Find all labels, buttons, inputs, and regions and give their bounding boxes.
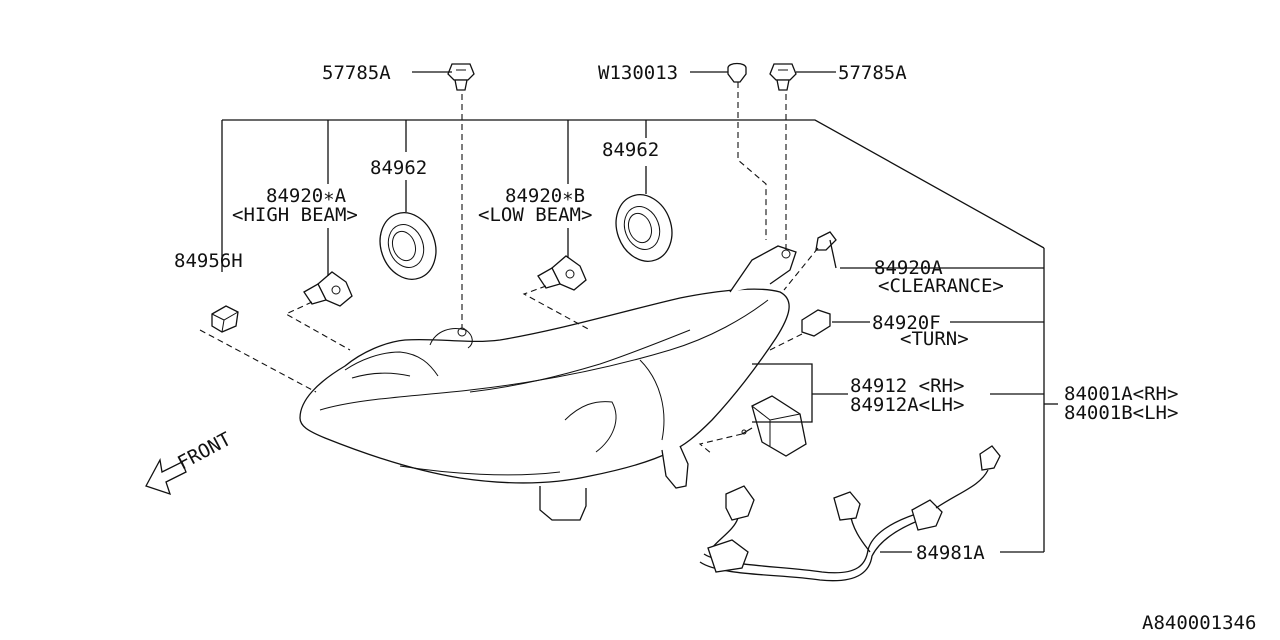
label-clearance-part: 84920A <box>874 257 943 279</box>
bulb-cap-part <box>211 305 239 333</box>
label-front: FRONT <box>174 428 235 474</box>
label-assy-lh: 84001B<LH> <box>1064 402 1178 424</box>
cap-left-part <box>379 212 437 280</box>
label-clip-left: 57785A <box>322 62 391 84</box>
label-high-beam-desc: <HIGH BEAM> <box>232 204 358 226</box>
label-bulb-cap: 84956H <box>174 250 243 272</box>
harness-part <box>699 445 1001 582</box>
ballast-part <box>741 395 807 457</box>
headlamp-housing <box>299 245 797 521</box>
label-turn-desc: <TURN> <box>900 328 969 350</box>
label-clearance-desc: <CLEARANCE> <box>878 275 1004 297</box>
clip-left-part <box>447 63 475 91</box>
label-low-beam-part: 84920∗B <box>505 185 585 207</box>
label-diagram-id: A840001346 <box>1142 612 1256 634</box>
label-screw: W130013 <box>598 62 678 84</box>
low-beam-bulb <box>537 255 587 291</box>
label-clip-right: 57785A <box>838 62 907 84</box>
label-turn-part: 84920F <box>872 312 941 334</box>
turn-bulb <box>801 309 831 337</box>
label-low-beam-desc: <LOW BEAM> <box>478 204 592 226</box>
assembly-leader-lines <box>221 71 1058 553</box>
clip-right-part <box>769 63 797 91</box>
label-high-beam-part: 84920∗A <box>266 185 347 207</box>
label-cap-right: 84962 <box>602 139 659 161</box>
label-assy-rh: 84001A<RH> <box>1064 383 1178 405</box>
label-ballast-rh: 84912 <RH> <box>850 375 964 397</box>
label-harness: 84981A <box>916 542 985 564</box>
front-arrow-icon <box>145 458 187 496</box>
screw-part <box>727 62 747 83</box>
label-cap-left: 84962 <box>370 157 427 179</box>
dashed-assembly-lines <box>199 82 819 455</box>
high-beam-bulb <box>303 271 353 307</box>
cap-right-part <box>615 194 673 262</box>
clearance-bulb <box>815 231 837 251</box>
label-ballast-lh: 84912A<LH> <box>850 394 964 416</box>
